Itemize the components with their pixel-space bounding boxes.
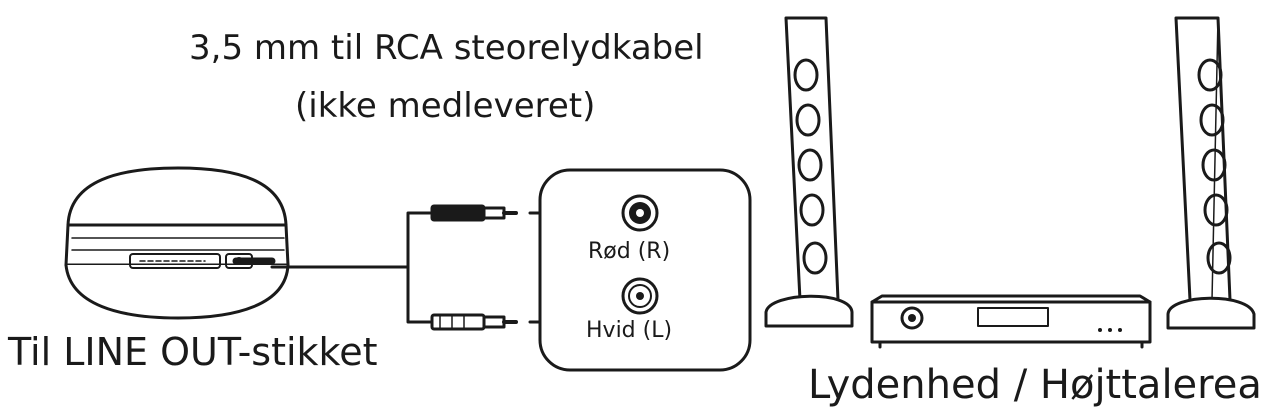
av-receiver-icon — [870, 294, 1152, 349]
right-tower-speaker-icon — [1166, 16, 1256, 330]
destination-label: Lydenhed / Højttalerea — [808, 362, 1262, 408]
rca-input-panel — [538, 168, 752, 372]
cable-note: (ikke medleveret) — [295, 86, 596, 126]
cable-title: 3,5 mm til RCA steorelydkabel — [189, 28, 704, 68]
source-label: Til LINE OUT-stikket — [8, 330, 378, 374]
red-jack-icon — [621, 194, 659, 232]
red-jack-label: Rød (R) — [588, 239, 671, 264]
portable-speaker-icon — [64, 166, 290, 320]
white-jack-label: Hvid (L) — [586, 318, 673, 343]
audio-cable-icon — [232, 204, 518, 331]
left-tower-speaker-icon — [764, 16, 854, 328]
white-jack-icon — [621, 277, 659, 315]
